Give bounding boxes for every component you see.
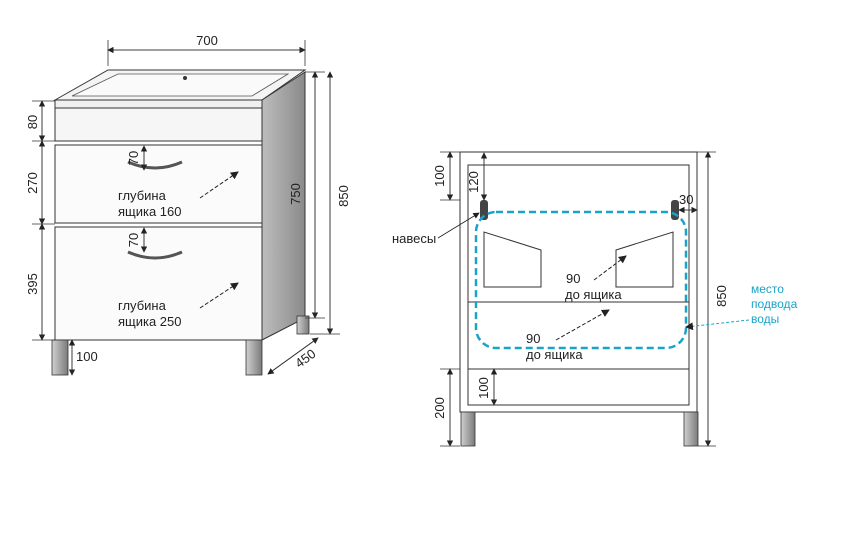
drawer-2-front: [54, 226, 263, 341]
drawer-1-handle: [127, 160, 183, 170]
dimension-body-height: 750: [288, 71, 325, 319]
handle1-value: 70: [126, 151, 141, 165]
drawer2-clearance-value: 90: [526, 331, 540, 346]
body-height-value: 750: [288, 183, 303, 205]
drawer2-depth-arrow: [199, 282, 239, 309]
dimension-leg: 100: [68, 339, 98, 376]
dimension-bottom-shelf: 100: [476, 368, 498, 406]
frame-outer: [459, 151, 698, 413]
dimension-depth: 450: [267, 337, 319, 375]
dimension-width: 700: [107, 33, 306, 66]
washbasin: [53, 69, 307, 109]
water-label-line-3: воды: [751, 312, 779, 326]
right-total-height-value: 850: [714, 285, 729, 307]
front-left-leg: [51, 339, 69, 376]
drawer1-height-value: 270: [25, 172, 40, 194]
drawer1-depth-label-1: глубина: [118, 188, 167, 203]
hinge-left: [480, 200, 488, 220]
hinge-right: [671, 200, 679, 220]
drawer-cutout-right: [615, 231, 674, 288]
drawer-cutout-left: [483, 231, 542, 288]
hinges-leader: [437, 212, 480, 239]
width-value: 700: [196, 33, 218, 48]
drawer1-clearance-value: 90: [566, 271, 580, 286]
water-label-line-2: подвода: [751, 297, 798, 311]
handle2-value: 70: [126, 233, 141, 247]
dimension-bottom-leg: 200: [432, 368, 460, 447]
drawer2-clearance-text: до ящика: [526, 347, 583, 362]
dimension-hinge-height: 120: [466, 152, 488, 201]
drawer1-clearance-arrow: [593, 255, 627, 281]
hinges-label: навесы: [392, 231, 436, 246]
hinge-offset-value: 30: [679, 192, 693, 207]
hinge-height-value: 120: [466, 171, 481, 193]
dimension-total-height: 850: [310, 71, 351, 335]
front-right-leg: [245, 339, 263, 376]
water-supply-label: место подвода воды: [685, 282, 798, 331]
water-supply-zone: [474, 210, 688, 350]
cabinet-side-panel: [261, 71, 306, 341]
dimension-top: 100: [432, 151, 460, 201]
water-label-line-1: место: [751, 282, 784, 296]
top-panel-value: 80: [25, 115, 40, 129]
back-right-leg: [296, 315, 310, 335]
drawer2-height-value: 395: [25, 273, 40, 295]
dimension-left-stack: 80 270 395: [25, 100, 55, 341]
bottom-leg-value: 200: [432, 397, 447, 419]
cabinet-perspective-view: 700 80 270 395 100 70: [25, 33, 351, 376]
drawer2-depth-label-1: глубина: [118, 298, 167, 313]
right-leg: [683, 411, 699, 447]
drawer2-depth-label-2: ящика 250: [118, 314, 182, 329]
dimension-handle-1: 70: [126, 145, 148, 171]
drawer1-depth-arrow: [199, 171, 239, 199]
drawer1-depth-label-2: ящика 160: [118, 204, 182, 219]
cabinet-interior-view: 100 120 30 навесы 90 до ящика 90 до ящик…: [392, 151, 798, 447]
drawer1-clearance-text: до ящика: [565, 287, 622, 302]
dimension-right-total-height: 850: [697, 151, 729, 447]
left-leg: [460, 411, 476, 447]
drawer-2-handle: [127, 250, 183, 260]
top-dim-value: 100: [432, 165, 447, 187]
total-height-value: 850: [336, 185, 351, 207]
dimension-handle-2: 70: [126, 227, 148, 253]
drawer2-clearance-arrow: [555, 309, 610, 341]
dimension-hinge-offset: 30: [678, 192, 698, 214]
leg-height-value: 100: [76, 349, 98, 364]
top-panel: [54, 107, 263, 142]
depth-value: 450: [292, 346, 318, 371]
drawer-1-front: [54, 144, 263, 224]
bottom-shelf-value: 100: [476, 377, 491, 399]
